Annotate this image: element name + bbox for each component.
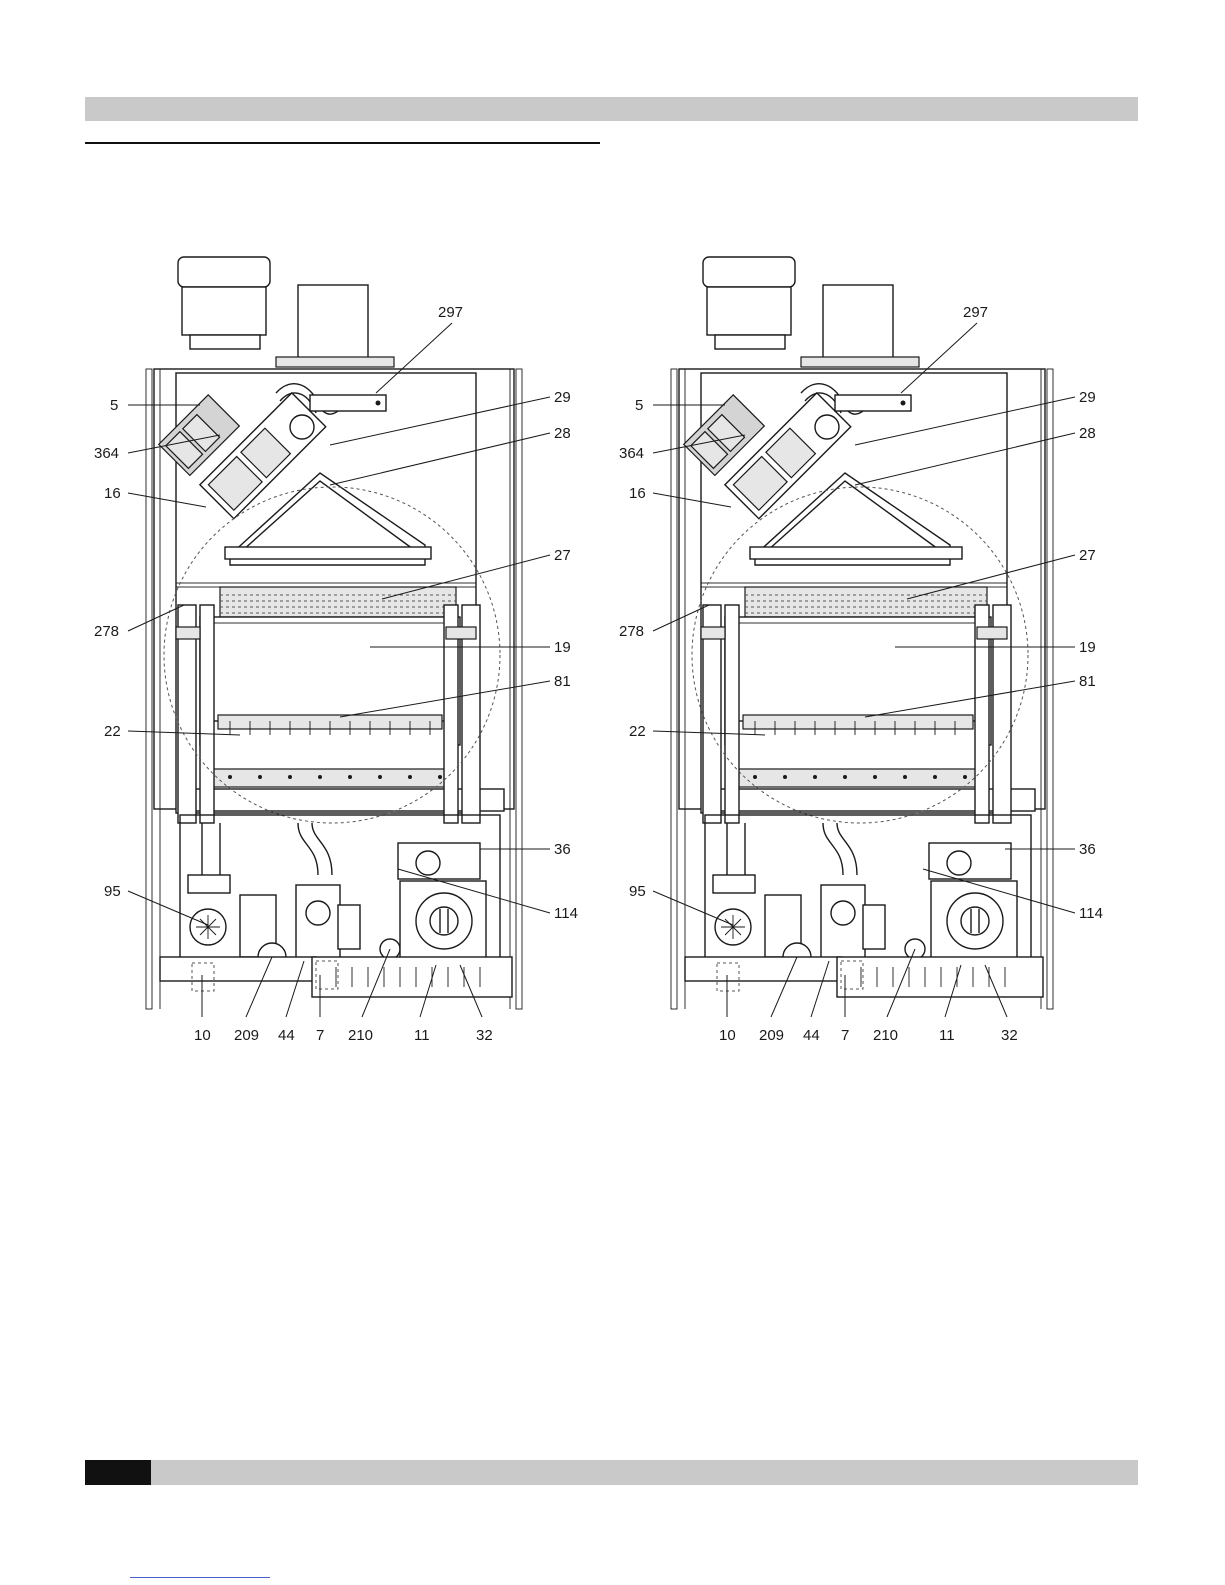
label-81: 81 xyxy=(554,673,571,690)
label-5: 5 xyxy=(635,397,643,414)
boiler-drawing: 5 364 16 278 22 95 297 29 28 27 19 81 36… xyxy=(80,245,600,1065)
label-95: 95 xyxy=(629,883,646,900)
label-28: 28 xyxy=(554,425,571,442)
hydraulic-section xyxy=(160,815,512,997)
label-16: 16 xyxy=(104,485,121,502)
label-364: 364 xyxy=(94,445,119,462)
boiler-diagram-left: 5 364 16 278 22 95 297 29 28 27 19 81 36… xyxy=(80,245,600,1065)
label-210: 210 xyxy=(348,1027,373,1044)
label-297: 297 xyxy=(438,304,463,321)
heat-exchanger xyxy=(176,583,476,617)
label-114: 114 xyxy=(554,905,578,922)
label-364: 364 xyxy=(619,445,644,462)
label-95: 95 xyxy=(104,883,121,900)
label-22: 22 xyxy=(629,723,646,740)
label-19: 19 xyxy=(1079,639,1096,656)
heat-exchanger xyxy=(701,583,1007,617)
label-27: 27 xyxy=(554,547,571,564)
label-11: 11 xyxy=(414,1027,430,1044)
flue-adaptor xyxy=(178,257,394,367)
label-22: 22 xyxy=(104,723,121,740)
label-36: 36 xyxy=(1079,841,1096,858)
footer-bar xyxy=(85,1460,1138,1485)
label-36: 36 xyxy=(554,841,571,858)
label-44: 44 xyxy=(803,1027,820,1044)
label-209: 209 xyxy=(759,1027,784,1044)
header-bar xyxy=(85,97,1138,121)
label-29: 29 xyxy=(554,389,571,406)
label-10: 10 xyxy=(719,1027,736,1044)
label-5: 5 xyxy=(110,397,118,414)
label-297: 297 xyxy=(963,304,988,321)
label-32: 32 xyxy=(476,1027,493,1044)
label-16: 16 xyxy=(629,485,646,502)
label-44: 44 xyxy=(278,1027,295,1044)
page-number-block xyxy=(85,1460,151,1485)
hydraulic-section xyxy=(685,815,1043,997)
label-81: 81 xyxy=(1079,673,1096,690)
label-10: 10 xyxy=(194,1027,211,1044)
label-29: 29 xyxy=(1079,389,1096,406)
boiler-drawing: 5 364 16 278 22 95 297 29 28 27 19 81 36… xyxy=(605,245,1125,1065)
flue-adaptor xyxy=(703,257,919,367)
label-11: 11 xyxy=(939,1027,955,1044)
label-7: 7 xyxy=(316,1027,324,1044)
label-32: 32 xyxy=(1001,1027,1018,1044)
label-19: 19 xyxy=(554,639,571,656)
label-209: 209 xyxy=(234,1027,259,1044)
boiler-diagram-right: 5 364 16 278 22 95 297 29 28 27 19 81 36… xyxy=(605,245,1125,1065)
label-27: 27 xyxy=(1079,547,1096,564)
label-7: 7 xyxy=(841,1027,849,1044)
label-28: 28 xyxy=(1079,425,1096,442)
label-278: 278 xyxy=(94,623,119,640)
label-114: 114 xyxy=(1079,905,1103,922)
section-title-rule xyxy=(85,142,600,144)
label-278: 278 xyxy=(619,623,644,640)
footer-link-underline xyxy=(130,1577,270,1578)
label-210: 210 xyxy=(873,1027,898,1044)
